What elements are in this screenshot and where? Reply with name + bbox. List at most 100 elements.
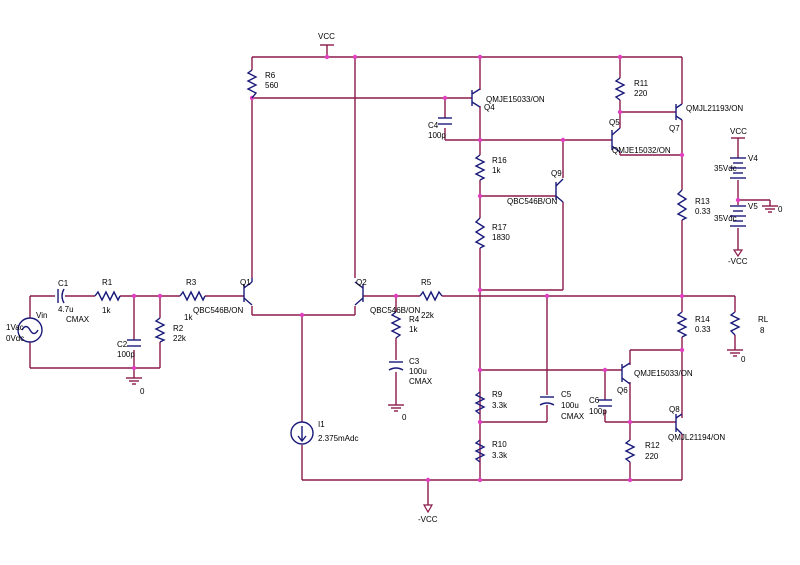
svg-text:220: 220 — [634, 89, 648, 98]
svg-text:22k: 22k — [421, 311, 435, 320]
transistor-q2: Q2 QBC546B/ON — [354, 278, 420, 315]
ground-rl: 0 — [727, 349, 746, 364]
svg-text:-VCC: -VCC — [728, 257, 748, 266]
resistor-r14: R14 0.33 — [676, 311, 711, 338]
svg-text:V4: V4 — [748, 154, 758, 163]
svg-text:R1: R1 — [102, 278, 113, 287]
resistor-r9: R9 3.3k — [474, 390, 508, 415]
resistor-rl: RL 8 — [729, 311, 769, 336]
svg-text:3.3k: 3.3k — [492, 401, 508, 410]
svg-text:0: 0 — [140, 387, 145, 396]
svg-text:4.7u: 4.7u — [58, 305, 74, 314]
svg-text:QBC546B/ON: QBC546B/ON — [370, 306, 420, 315]
svg-text:3.3k: 3.3k — [492, 451, 508, 460]
wires — [29, 45, 771, 505]
svg-text:R10: R10 — [492, 440, 507, 449]
svg-text:0.33: 0.33 — [695, 325, 711, 334]
svg-text:QMJL21193/ON: QMJL21193/ON — [686, 104, 743, 113]
vin-source: Vin 1Vac 0Vdc — [6, 311, 47, 343]
svg-text:1k: 1k — [409, 325, 418, 334]
svg-text:Q9: Q9 — [551, 169, 562, 178]
resistor-r13: R13 0.33 — [676, 189, 711, 221]
svg-text:22k: 22k — [173, 334, 187, 343]
svg-text:QMJE15032/ON: QMJE15032/ON — [612, 146, 671, 155]
svg-text:Q6: Q6 — [617, 386, 628, 395]
svg-text:QMJE15033/ON: QMJE15033/ON — [486, 95, 545, 104]
current-source-i1: I1 2.375mAdc — [290, 420, 358, 445]
svg-text:QBC546B/ON: QBC546B/ON — [193, 306, 243, 315]
svg-text:Vin: Vin — [36, 311, 47, 320]
capacitor-c5: C5 100u CMAX — [539, 390, 585, 421]
svg-text:VCC: VCC — [318, 32, 335, 41]
transistor-q9: Q9 QBC546B/ON — [507, 169, 564, 206]
transistor-q7: Q7 QMJL21193/ON — [669, 103, 743, 133]
neg-vcc-v5-symbol: -VCC — [728, 249, 748, 266]
svg-text:1k: 1k — [492, 166, 501, 175]
svg-text:C6: C6 — [589, 396, 600, 405]
battery-v4: V4 35Vdc — [714, 154, 758, 179]
svg-text:C4: C4 — [428, 121, 439, 130]
resistor-r3: R3 1k — [179, 278, 206, 322]
transistor-q6: Q6 QMJE15033/ON — [617, 362, 693, 395]
svg-text:100p: 100p — [117, 350, 135, 359]
svg-text:100p: 100p — [589, 407, 607, 416]
svg-text:100p: 100p — [428, 131, 446, 140]
svg-text:1k: 1k — [102, 306, 111, 315]
vcc-top-symbol: VCC — [318, 32, 335, 46]
svg-text:R14: R14 — [695, 315, 710, 324]
svg-text:Q5: Q5 — [609, 118, 620, 127]
svg-text:100u: 100u — [561, 401, 579, 410]
svg-text:R3: R3 — [186, 278, 197, 287]
transistor-q8: Q8 QMJL21194/ON — [668, 405, 725, 442]
svg-text:CMAX: CMAX — [561, 412, 585, 421]
resistor-r2: R2 22k — [154, 317, 187, 343]
svg-text:C3: C3 — [409, 357, 420, 366]
junctions — [131, 54, 741, 483]
svg-text:1830: 1830 — [492, 233, 510, 242]
svg-text:R12: R12 — [645, 441, 660, 450]
svg-text:Q7: Q7 — [669, 124, 680, 133]
resistor-r10: R10 3.3k — [474, 439, 508, 463]
svg-text:R16: R16 — [492, 156, 507, 165]
transistor-q1: Q1 QBC546B/ON — [193, 278, 253, 315]
svg-text:100u: 100u — [409, 367, 427, 376]
svg-text:R11: R11 — [634, 79, 649, 88]
svg-text:Q4: Q4 — [484, 103, 495, 112]
svg-text:Q8: Q8 — [669, 405, 680, 414]
resistor-r12: R12 220 — [624, 439, 660, 463]
capacitor-c2: C2 100p — [117, 339, 141, 359]
svg-text:C5: C5 — [561, 390, 572, 399]
svg-text:QMJL21194/ON: QMJL21194/ON — [668, 433, 725, 442]
svg-text:560: 560 — [265, 81, 279, 90]
svg-text:0: 0 — [741, 355, 746, 364]
svg-text:C1: C1 — [58, 279, 69, 288]
capacitor-c3: C3 100u CMAX — [388, 357, 433, 386]
capacitor-c4: C4 100p — [428, 117, 452, 140]
battery-v5: V5 35Vdc — [714, 202, 758, 227]
svg-text:Q2: Q2 — [356, 278, 367, 287]
svg-text:CMAX: CMAX — [66, 315, 90, 324]
svg-text:QBC546B/ON: QBC546B/ON — [507, 197, 557, 206]
resistor-r11: R11 220 — [614, 77, 649, 101]
svg-text:0Vdc: 0Vdc — [6, 334, 24, 343]
svg-text:220: 220 — [645, 452, 659, 461]
transistor-q5: Q5 QMJE15032/ON — [609, 118, 671, 155]
svg-text:R17: R17 — [492, 223, 507, 232]
ground-v4v5: 0 — [762, 205, 783, 214]
capacitor-c1: C1 4.7u CMAX — [57, 279, 90, 324]
resistor-r4: R4 1k — [390, 311, 420, 339]
svg-text:0.33: 0.33 — [695, 207, 711, 216]
resistor-r1: R1 1k — [94, 278, 121, 315]
svg-text:2.375mAdc: 2.375mAdc — [318, 434, 358, 443]
svg-text:R9: R9 — [492, 390, 503, 399]
capacitor-c6: C6 100p — [589, 396, 612, 416]
svg-text:1Vac: 1Vac — [6, 323, 24, 332]
svg-text:R5: R5 — [421, 278, 432, 287]
svg-text:35Vdc: 35Vdc — [714, 214, 737, 223]
svg-text:1k: 1k — [184, 313, 193, 322]
resistor-r5: R5 22k — [419, 278, 443, 320]
resistor-r6: R6 560 — [246, 69, 279, 99]
svg-text:Q1: Q1 — [240, 278, 251, 287]
svg-text:RL: RL — [758, 315, 769, 324]
